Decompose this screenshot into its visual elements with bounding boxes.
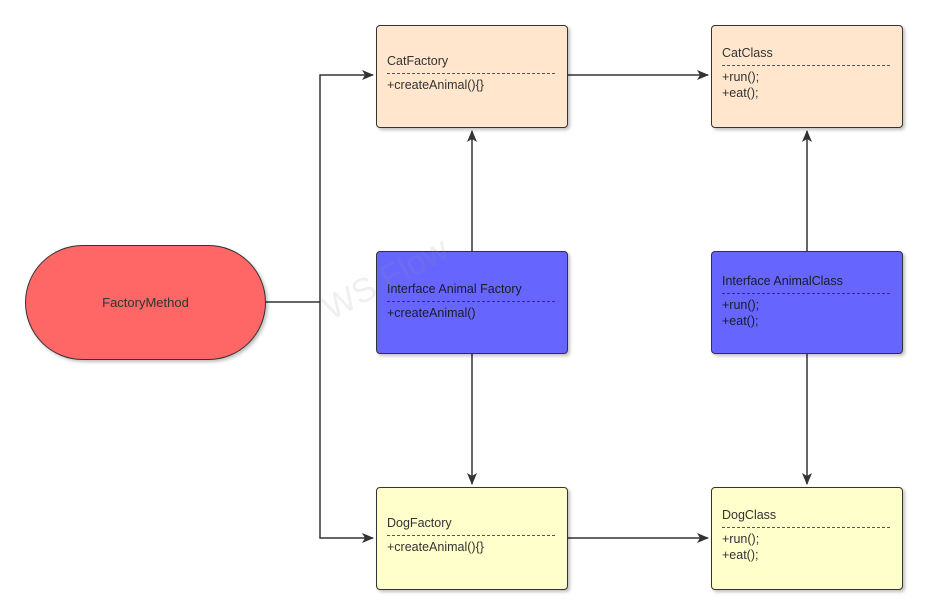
dogclass-box: DogClass +run(); +eat(); — [711, 487, 903, 590]
interface-animal-factory-box: Interface Animal Factory +createAnimal() — [376, 251, 568, 354]
edge-to-catfactory — [319, 70, 374, 302]
edge-to-dogfactory — [319, 302, 374, 543]
catclass-method-eat: +eat(); — [722, 86, 759, 100]
catclass-box: CatClass +run(); +eat(); — [711, 25, 903, 128]
dogclass-method-eat: +eat(); — [722, 548, 759, 562]
interface-animalclass-title: Interface AnimalClass — [722, 274, 843, 288]
interface-animalclass-box: Interface AnimalClass +run(); +eat(); — [711, 251, 903, 354]
catfactory-divider — [387, 73, 555, 74]
dogclass-divider — [722, 527, 890, 528]
interface-animalclass-method-eat: +eat(); — [722, 314, 759, 328]
interface-animal-factory-title: Interface Animal Factory — [387, 282, 522, 296]
dogclass-title: DogClass — [722, 508, 777, 522]
catclass-divider — [722, 65, 890, 66]
catfactory-box: CatFactory +createAnimal(){} — [376, 25, 568, 128]
interface-animalclass-divider — [722, 293, 890, 294]
factorymethod-terminator: FactoryMethod — [25, 245, 266, 360]
terminator-label: FactoryMethod — [102, 295, 189, 310]
interface-animal-factory-divider — [387, 301, 555, 302]
catclass-method-run: +run(); — [722, 70, 760, 84]
dogfactory-box: DogFactory +createAnimal(){} — [376, 487, 568, 590]
catfactory-title: CatFactory — [387, 54, 449, 68]
interface-animal-factory-method: +createAnimal() — [387, 306, 476, 320]
dogfactory-title: DogFactory — [387, 516, 452, 530]
interface-animalclass-method-run: +run(); — [722, 298, 760, 312]
dogclass-method-run: +run(); — [722, 532, 760, 546]
dogfactory-divider — [387, 535, 555, 536]
catfactory-method: +createAnimal(){} — [387, 78, 484, 92]
dogfactory-method: +createAnimal(){} — [387, 540, 484, 554]
catclass-title: CatClass — [722, 46, 773, 60]
